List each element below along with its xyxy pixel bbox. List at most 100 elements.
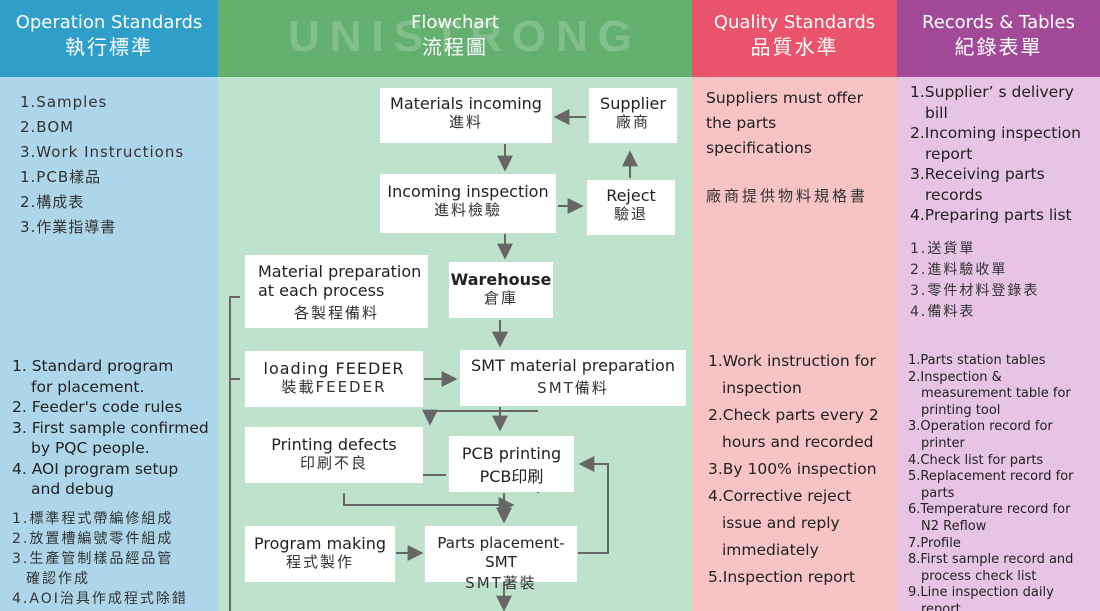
list-item: 3.零件材料登錄表 bbox=[910, 283, 1040, 299]
flowchart-title-zh: 流程圖 bbox=[422, 35, 488, 59]
materials-incoming-node: Materials incoming 進料 bbox=[380, 88, 552, 143]
list-item: 1.Samples bbox=[20, 93, 108, 111]
material-preparation-label-en-1: Material preparation bbox=[258, 262, 422, 281]
list-item: records bbox=[925, 185, 983, 204]
list-item: 1.PCB樣品 bbox=[20, 168, 102, 186]
list-item: report bbox=[925, 144, 973, 163]
materials-incoming-label-en: Materials incoming bbox=[390, 94, 542, 113]
flowchart-title-en: Flowchart bbox=[411, 12, 499, 33]
supplier-node: Supplier 廠商 bbox=[589, 88, 677, 143]
records-list-2: 1.送貨單 2.進料驗收單 3.零件材料登錄表 4.備料表 bbox=[910, 239, 1039, 323]
supplier-label-en: Supplier bbox=[600, 94, 666, 113]
quality-standards-column: Quality Standards 品質水準 Suppliers must of… bbox=[692, 0, 897, 611]
list-item: printing tool bbox=[921, 402, 1001, 418]
list-item: 2. Feeder's code rules bbox=[12, 398, 183, 416]
list-item: hours and recorded bbox=[722, 433, 874, 451]
list-item: immediately bbox=[722, 541, 819, 559]
operation-standards-header: Operation Standards 執行標準 bbox=[0, 0, 218, 77]
list-item: 8.First sample record and bbox=[908, 552, 1074, 568]
quality-list-1: Suppliers must offer the parts specifica… bbox=[706, 86, 863, 161]
program-making-label-en: Program making bbox=[254, 534, 386, 553]
printing-defects-node: Printing defects 印刷不良 bbox=[245, 427, 423, 483]
list-item: 4. AOI program setup bbox=[12, 459, 179, 478]
flowchart-header: UNISTRONG Flowchart 流程圖 bbox=[218, 0, 692, 77]
list-item: 1. Standard program bbox=[12, 357, 174, 375]
list-item: 1.Work instruction for bbox=[708, 352, 876, 370]
program-making-node: Program making 程式製作 bbox=[245, 526, 395, 582]
list-item: 4.Check list for parts bbox=[908, 452, 1044, 468]
smt-material-preparation-label-en: SMT material preparation bbox=[471, 356, 675, 375]
list-item: printer bbox=[921, 435, 965, 451]
list-item: 5.Inspection report bbox=[708, 568, 856, 586]
list-item: 2.Incoming inspection bbox=[910, 124, 1081, 142]
arrow-defects-loop bbox=[343, 493, 515, 513]
list-item: 2.放置槽編號零件組成 bbox=[12, 531, 174, 547]
list-item: 3.Work Instructions bbox=[20, 143, 185, 161]
list-item: 4.備料表 bbox=[910, 304, 976, 320]
list-item: bill bbox=[925, 103, 948, 122]
list-item: 1.Supplier’ s delivery bbox=[910, 83, 1074, 101]
records-list-3: 1.Parts station tables 2.Inspection & me… bbox=[908, 353, 1074, 611]
list-item: parts bbox=[921, 485, 955, 501]
list-item: process check list bbox=[921, 568, 1037, 584]
loading-feeder-node: loading FEEDER 裝載FEEDER bbox=[245, 351, 423, 407]
list-item: 1.送貨單 bbox=[910, 241, 976, 257]
list-item: 4.AOI治具作成程式除錯 bbox=[12, 591, 188, 607]
parts-placement-label-zh: SMT著裝 bbox=[465, 574, 537, 592]
printing-defects-label-en: Printing defects bbox=[271, 435, 397, 454]
flowchart-column: UNISTRONG Flowchart 流程圖 bbox=[218, 0, 692, 611]
list-item: and debug bbox=[31, 480, 114, 498]
left-bracket-line bbox=[229, 296, 240, 611]
loading-feeder-label-zh: 裝載FEEDER bbox=[281, 378, 387, 396]
loading-feeder-label-en: loading FEEDER bbox=[263, 359, 405, 378]
records-tables-header: Records & Tables 紀錄表單 bbox=[897, 0, 1100, 77]
program-making-label-zh: 程式製作 bbox=[285, 553, 354, 571]
list-item: 確認作成 bbox=[26, 571, 90, 587]
operation-standards-title-en: Operation Standards bbox=[15, 12, 203, 33]
records-tables-title-en: Records & Tables bbox=[922, 12, 1075, 33]
list-item: specifications bbox=[706, 139, 812, 157]
list-item: the parts bbox=[706, 114, 777, 132]
list-item: N2 Reflow bbox=[921, 518, 987, 534]
operation-list-3: 1.標準程式帶編修組成 2.放置槽編號零件組成 3.生產管制樣品經品管 確認作成… bbox=[12, 509, 188, 611]
smt-material-preparation-node: SMT material preparation SMT備料 bbox=[460, 350, 686, 406]
list-item: 2.Check parts every 2 bbox=[708, 406, 879, 424]
warehouse-label-en: Warehouse bbox=[450, 270, 552, 289]
reject-label-zh: 驗退 bbox=[613, 205, 648, 223]
list-item: 3. First sample confirmed bbox=[12, 418, 209, 437]
supplier-label-zh: 廠商 bbox=[615, 113, 650, 131]
list-item: 4.Preparing parts list bbox=[910, 206, 1072, 224]
list-item: issue and reply bbox=[722, 514, 840, 532]
records-tables-title-zh: 紀錄表單 bbox=[954, 35, 1043, 59]
list-item: 3.作業指導書 bbox=[20, 218, 117, 236]
quality-standards-title-zh: 品質水準 bbox=[750, 35, 839, 59]
pcb-printing-node: PCB printing PCB印刷 bbox=[449, 436, 574, 492]
list-item: report bbox=[921, 601, 961, 611]
list-item: 7.Profile bbox=[908, 535, 961, 551]
arrow-placement-feedback bbox=[578, 456, 609, 554]
list-item: 3.By 100% inspection bbox=[708, 460, 877, 478]
list-item: Suppliers must offer bbox=[706, 89, 863, 107]
quality-list-2: 1.Work instruction for inspection 2.Chec… bbox=[708, 348, 879, 591]
list-item: 2.BOM bbox=[20, 118, 75, 136]
records-tables-column: Records & Tables 紀錄表單 1.Supplier’ s deli… bbox=[897, 0, 1100, 611]
incoming-inspection-label-en: Incoming inspection bbox=[387, 182, 549, 201]
operation-list-2: 1. Standard program for placement. 2. Fe… bbox=[12, 356, 209, 500]
incoming-inspection-label-zh: 進料檢驗 bbox=[433, 201, 502, 219]
material-preparation-label-zh: 各製程備料 bbox=[293, 304, 379, 322]
pcb-printing-label-en: PCB printing bbox=[461, 444, 562, 463]
parts-placement-node: Parts placement-SMT SMT著裝 bbox=[425, 526, 577, 592]
flow-connectors bbox=[229, 109, 638, 611]
pcb-printing-label-zh: PCB印刷 bbox=[479, 467, 544, 486]
list-item: by PQC people. bbox=[31, 439, 150, 457]
smt-material-preparation-label-zh: SMT備料 bbox=[537, 379, 609, 397]
incoming-inspection-node: Incoming inspection 進料檢驗 bbox=[380, 174, 556, 233]
list-item: measurement table for bbox=[921, 386, 1071, 402]
reject-node: Reject 驗退 bbox=[587, 180, 675, 235]
records-list-1: 1.Supplier’ s delivery bill 2.Incoming i… bbox=[910, 82, 1081, 226]
list-item: 4.Corrective reject bbox=[708, 487, 852, 505]
materials-incoming-label-zh: 進料 bbox=[448, 113, 483, 131]
material-preparation-label-en-2: at each process bbox=[258, 281, 385, 300]
quality-standards-header: Quality Standards 品質水準 bbox=[692, 0, 897, 77]
list-item: 3.Operation record for bbox=[908, 419, 1053, 435]
